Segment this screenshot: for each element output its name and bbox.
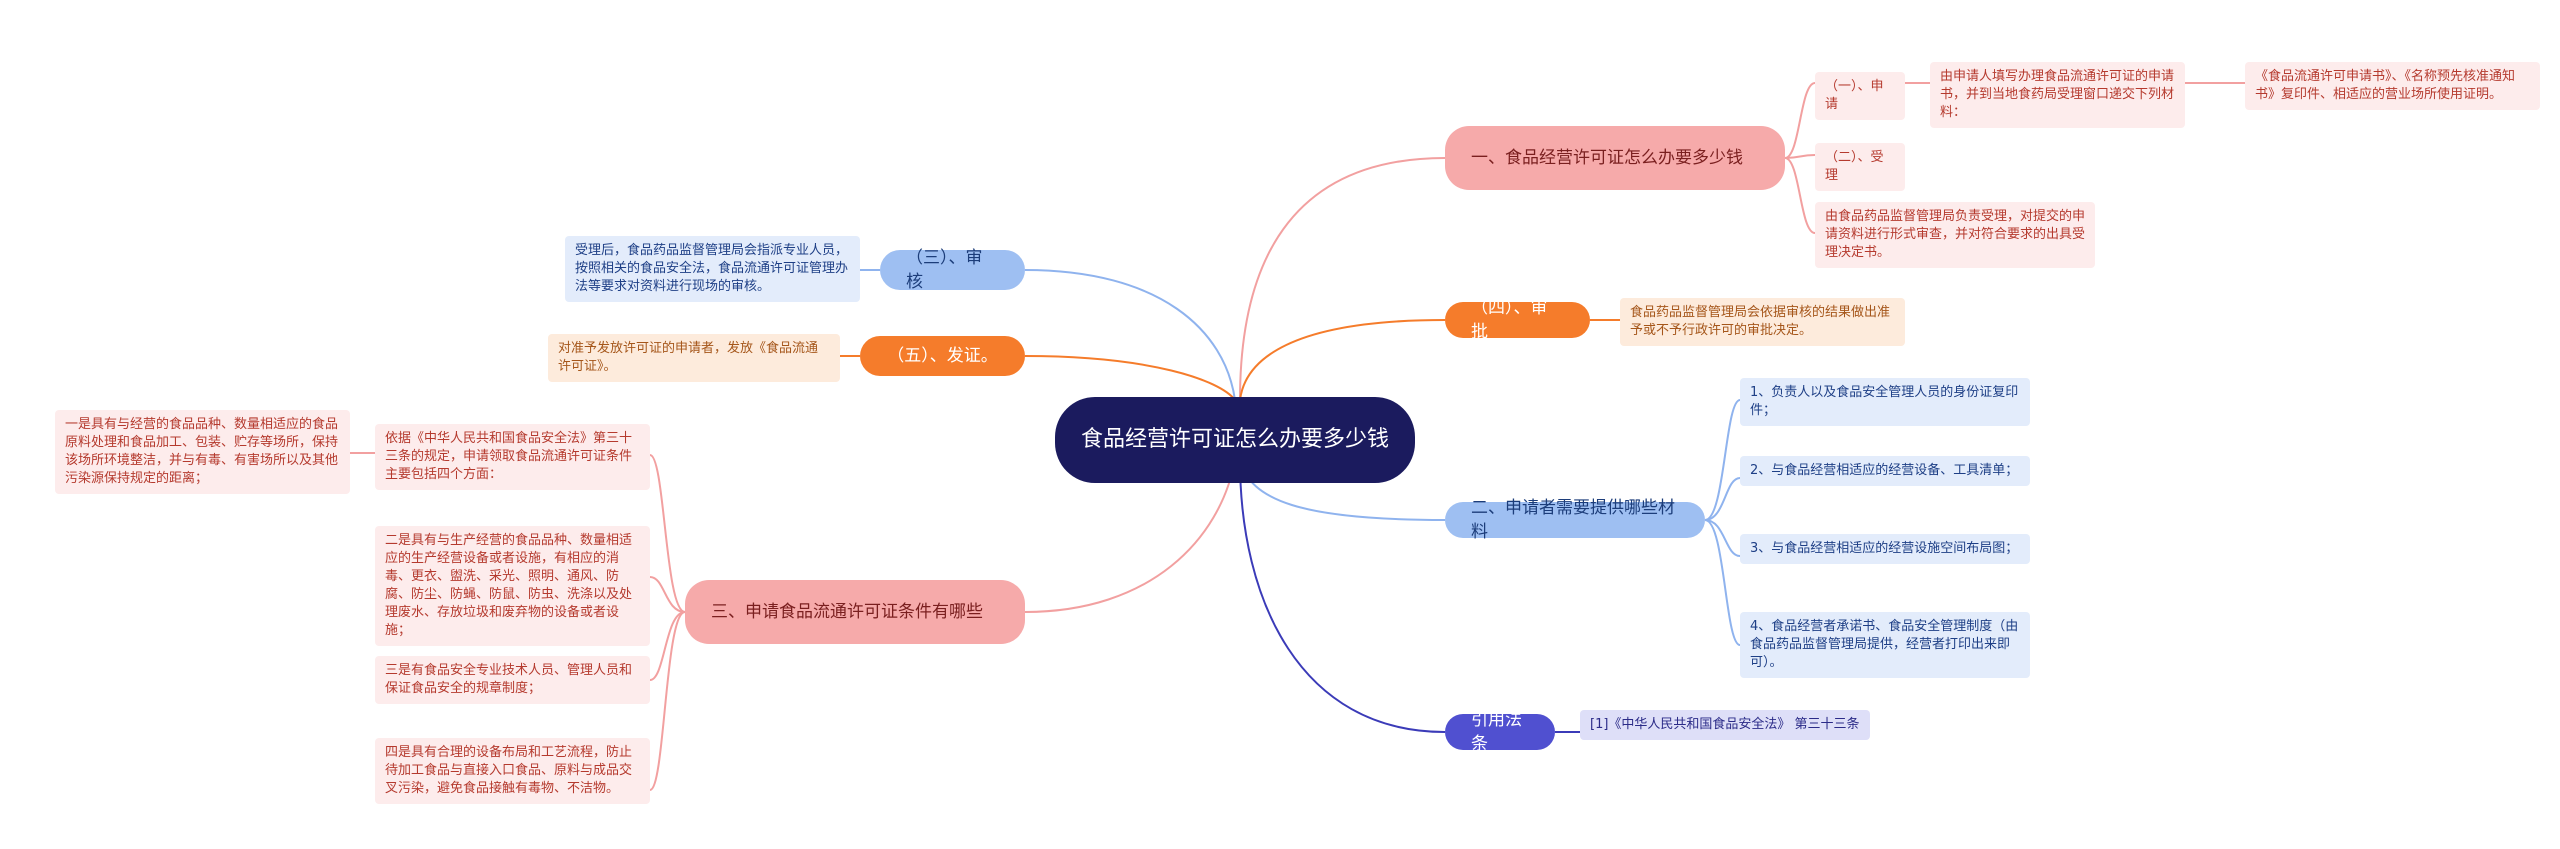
step-apply[interactable]: （一）、申请 xyxy=(1815,72,1905,120)
condition-2[interactable]: 二是具有与生产经营的食品品种、数量相适应的生产经营设备或者设施，有相应的消毒、更… xyxy=(375,526,650,646)
conditions-intro[interactable]: 依据《中华人民共和国食品安全法》第三十三条的规定，申请领取食品流通许可证条件主要… xyxy=(375,424,650,490)
branch-materials[interactable]: 二、申请者需要提供哪些材料 xyxy=(1445,498,1705,542)
approval-desc[interactable]: 食品药品监督管理局会依据审核的结果做出准予或不予行政许可的审批决定。 xyxy=(1620,298,1905,346)
branch-approval[interactable]: （四）、审批 xyxy=(1445,298,1590,342)
material-item-2[interactable]: 2、与食品经营相适应的经营设备、工具清单； xyxy=(1740,456,2030,486)
branch-how-to-apply[interactable]: 一、食品经营许可证怎么办要多少钱 xyxy=(1445,126,1785,190)
branch-conditions[interactable]: 三、申请食品流通许可证条件有哪些 xyxy=(685,580,1025,644)
review-desc[interactable]: 受理后，食品药品监督管理局会指派专业人员，按照相关的食品安全法，食品流通许可证管… xyxy=(565,236,860,302)
condition-1[interactable]: 一是具有与经营的食品品种、数量相适应的食品原料处理和食品加工、包装、贮存等场所，… xyxy=(55,410,350,494)
step-apply-materials[interactable]: 《食品流通许可申请书》、《名称预先核准通知书》复印件、相适应的营业场所使用证明。 xyxy=(2245,62,2540,110)
branch-how-to-apply-label: 一、食品经营许可证怎么办要多少钱 xyxy=(1471,148,1743,168)
step-accept[interactable]: （二）、受理 xyxy=(1815,143,1905,191)
reference-law[interactable]: [1]《中华人民共和国食品安全法》 第三十三条 xyxy=(1580,710,1870,740)
material-item-3[interactable]: 3、与食品经营相适应的经营设施空间布局图； xyxy=(1740,534,2030,564)
step-apply-desc[interactable]: 由申请人填写办理食品流通许可证的申请书，并到当地食药局受理窗口递交下列材料： xyxy=(1930,62,2185,128)
condition-3[interactable]: 三是有食品安全专业技术人员、管理人员和保证食品安全的规章制度； xyxy=(375,656,650,704)
material-item-4[interactable]: 4、食品经营者承诺书、食品安全管理制度（由食品药品监督管理局提供，经营者打印出来… xyxy=(1740,612,2030,678)
material-item-1[interactable]: 1、负责人以及食品安全管理人员的身份证复印件； xyxy=(1740,378,2030,426)
root-topic[interactable]: 食品经营许可证怎么办要多少钱 xyxy=(1055,397,1415,483)
root-topic-label: 食品经营许可证怎么办要多少钱 xyxy=(1080,427,1389,452)
branch-issue[interactable]: （五）、发证。 xyxy=(860,336,1025,376)
branch-review[interactable]: （三）、审核 xyxy=(880,248,1025,292)
issue-desc[interactable]: 对准予发放许可证的申请者，发放《食品流通许可证》。 xyxy=(548,334,840,382)
branch-references[interactable]: 引用法条 xyxy=(1445,710,1555,754)
step-accept-desc[interactable]: 由食品药品监督管理局负责受理，对提交的申请资料进行形式审查，并对符合要求的出具受… xyxy=(1815,202,2095,268)
condition-4[interactable]: 四是具有合理的设备布局和工艺流程，防止待加工食品与直接入口食品、原料与成品交叉污… xyxy=(375,738,650,804)
